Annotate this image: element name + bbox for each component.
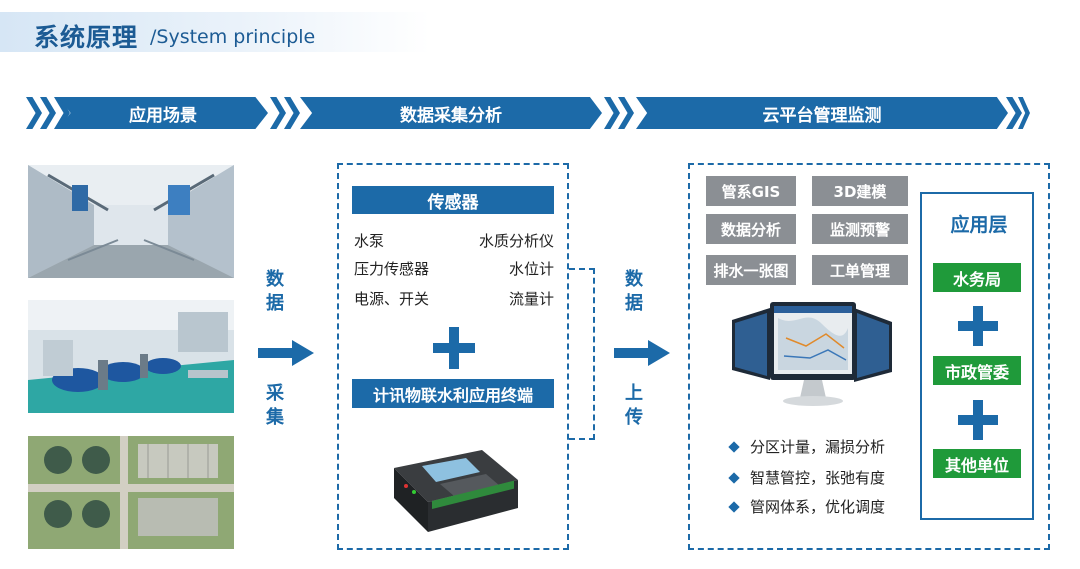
chevron-icon	[26, 97, 42, 129]
chevron-icon	[604, 97, 620, 129]
page-subtitle: /System principle	[150, 26, 316, 48]
stage-header-cloud: 云平台管理监测	[636, 97, 1008, 129]
module-work-order: 工单管理	[812, 255, 908, 285]
feature-item: 分区计量，漏损分析	[728, 436, 886, 457]
module-3d: 3D建模	[812, 176, 908, 206]
module-drain-map: 排水一张图	[706, 255, 796, 285]
monitor-display-image	[732, 302, 892, 406]
feature-text: 智慧管控，张弛有度	[750, 469, 886, 487]
connector-bracket	[569, 268, 595, 440]
stage-header-collection: 数据采集分析	[300, 97, 602, 129]
unit-water-bureau: 水务局	[933, 263, 1021, 292]
photo-pump-room	[28, 300, 234, 413]
sensor-item: 压力传感器	[354, 260, 430, 278]
sensor-header: 传感器	[352, 186, 554, 214]
diamond-bullet-icon	[728, 500, 740, 513]
terminal-label: 计讯物联水利应用终端	[352, 379, 554, 408]
feature-text: 分区计量，漏损分析	[750, 438, 886, 456]
photo-treatment-plant	[28, 436, 234, 549]
plus-icon	[958, 306, 998, 346]
arrow-label-data: 数据	[266, 269, 284, 314]
module-analysis: 数据分析	[706, 214, 796, 244]
feature-text: 管网体系，优化调度	[750, 498, 886, 516]
arrow-label-upload: 上传	[625, 383, 643, 428]
stage-header-scene: 应用场景	[58, 97, 268, 129]
sensor-item: 流量计	[508, 290, 554, 308]
photo-pipe-gallery	[28, 165, 234, 278]
collection-panel	[337, 163, 569, 550]
feature-item: 智慧管控，张弛有度	[728, 467, 886, 488]
sensor-item: 电源、开关	[354, 290, 430, 308]
sensor-item: 水质分析仪	[478, 232, 554, 250]
right-arrow-icon	[614, 340, 670, 366]
module-gis: 管系GIS	[706, 176, 796, 206]
sensor-item: 水泵	[354, 232, 385, 250]
unit-municipal: 市政管委	[933, 356, 1021, 385]
plus-icon	[433, 327, 475, 369]
arrow-label-collect: 采集	[266, 383, 284, 428]
diamond-bullet-icon	[728, 471, 740, 484]
app-layer-panel	[920, 192, 1034, 520]
page-title: 系统原理	[34, 23, 139, 52]
arrow-label-data: 数据	[625, 269, 643, 314]
chevron-icon	[1006, 97, 1022, 129]
cloud-panel	[688, 163, 1050, 550]
chevron-icon	[40, 97, 56, 129]
right-arrow-icon	[258, 340, 314, 366]
feature-item: 管网体系，优化调度	[728, 496, 886, 517]
terminal-device-image	[394, 450, 518, 532]
diamond-bullet-icon	[728, 440, 740, 453]
module-warning: 监测预警	[812, 214, 908, 244]
chevron-icon	[284, 97, 300, 129]
app-layer-title: 应用层	[950, 214, 1008, 236]
unit-other: 其他单位	[933, 449, 1021, 478]
sensor-item: 水位计	[508, 260, 554, 278]
chevron-icon	[618, 97, 634, 129]
plus-icon	[958, 400, 998, 440]
chevron-icon	[270, 97, 286, 129]
title-background	[0, 12, 430, 52]
